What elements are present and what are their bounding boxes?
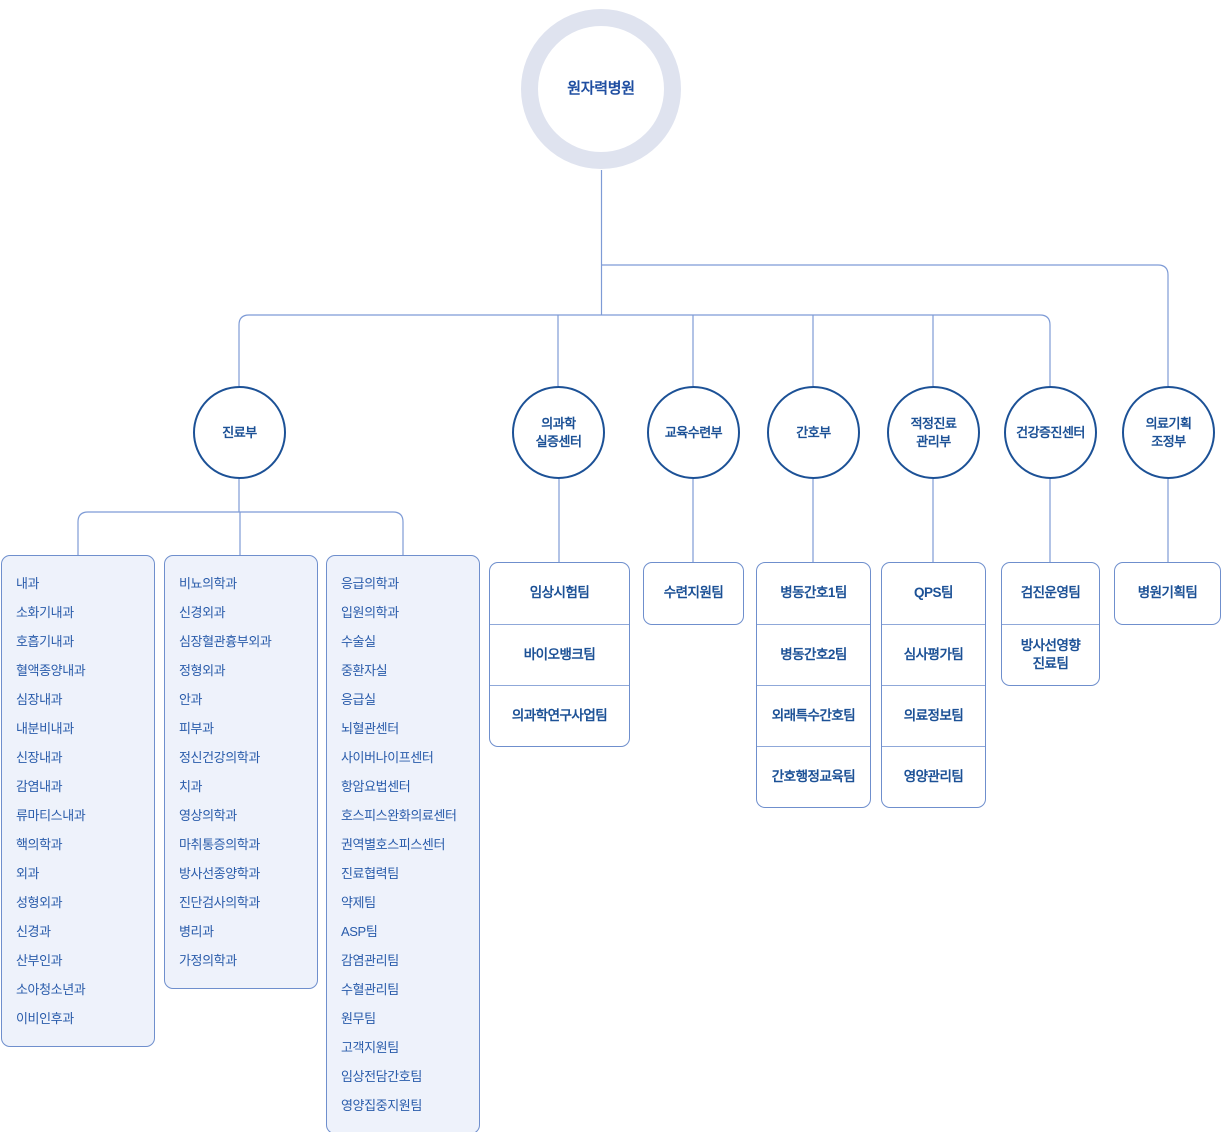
- list-item[interactable]: 감염관리팀: [341, 953, 399, 968]
- list-item[interactable]: 비뇨의학과: [179, 576, 237, 591]
- list-item[interactable]: 소아청소년과: [16, 982, 86, 997]
- list-item[interactable]: 뇌혈관센터: [341, 721, 399, 736]
- dept-circle-medical-care[interactable]: 진료부: [193, 386, 286, 479]
- list-item[interactable]: 방사선종양학과: [179, 866, 260, 881]
- dept-circle-label: 간호부: [796, 424, 831, 440]
- dept-circle-label: 건강증진센터: [1016, 424, 1085, 440]
- team-cell[interactable]: 수련지원팀: [663, 585, 724, 601]
- list-item[interactable]: 수혈관리팀: [341, 982, 399, 997]
- list-item[interactable]: 원무팀: [341, 1011, 376, 1026]
- team-cell[interactable]: 병동간호2팀: [757, 624, 870, 685]
- list-item[interactable]: 영상의학과: [179, 808, 237, 823]
- dept-circle-education-training[interactable]: 교육수련부: [647, 386, 740, 479]
- team-cell[interactable]: 임상시험팀: [529, 585, 590, 601]
- list-item[interactable]: 감염내과: [16, 779, 63, 794]
- team-cell[interactable]: 간호행정교육팀: [757, 746, 870, 807]
- team-group-medical-planning: 병원기획팀: [1114, 562, 1221, 625]
- dept-circle-label: 적정진료 관리부: [910, 415, 957, 449]
- team-group-education-training: 수련지원팀: [643, 562, 744, 625]
- team-cell[interactable]: 병원기획팀: [1137, 585, 1198, 601]
- list-item[interactable]: 정신건강의학과: [179, 750, 260, 765]
- list-item[interactable]: 내과: [16, 576, 40, 591]
- list-item[interactable]: 중환자실: [341, 663, 388, 678]
- list-item[interactable]: 진단검사의학과: [179, 895, 260, 910]
- team-cell[interactable]: 외래특수간호팀: [757, 685, 870, 746]
- dept-circle-quality-management[interactable]: 적정진료 관리부: [887, 386, 980, 479]
- team-cell[interactable]: QPS팀: [914, 585, 953, 601]
- root-node-label: 원자력병원: [567, 79, 635, 97]
- list-item[interactable]: 진료협력팀: [341, 866, 399, 881]
- list-item[interactable]: 입원의학과: [341, 605, 399, 620]
- team-cell[interactable]: 영양관리팀: [882, 746, 985, 807]
- team-cell[interactable]: 의과학연구사업팀: [490, 685, 629, 746]
- team-cell[interactable]: 바이오뱅크팀: [490, 624, 629, 685]
- list-item[interactable]: 신장내과: [16, 750, 63, 765]
- dept-circle-label: 교육수련부: [664, 424, 723, 440]
- dept-circle-health-promotion[interactable]: 건강증진센터: [1004, 386, 1097, 479]
- team-cell[interactable]: 심사평가팀: [882, 624, 985, 685]
- list-item[interactable]: 이비인후과: [16, 1011, 74, 1026]
- dept-circle-nursing[interactable]: 간호부: [767, 386, 860, 479]
- list-item[interactable]: 산부인과: [16, 953, 63, 968]
- list-item[interactable]: 신경과: [16, 924, 51, 939]
- list-item[interactable]: 응급실: [341, 692, 376, 707]
- list-item[interactable]: 핵의학과: [16, 837, 63, 852]
- dept-circle-label: 의료기획 조정부: [1145, 415, 1192, 449]
- list-item[interactable]: 심장혈관흉부외과: [179, 634, 272, 649]
- root-node[interactable]: 원자력병원: [521, 9, 681, 169]
- list-item[interactable]: 성형외과: [16, 895, 63, 910]
- list-item[interactable]: 사이버나이프센터: [341, 750, 434, 765]
- list-item[interactable]: 외과: [16, 866, 40, 881]
- dept-circle-label: 의과학 실증센터: [535, 415, 582, 449]
- list-item[interactable]: 혈액종양내과: [16, 663, 86, 678]
- list-item[interactable]: 치과: [179, 779, 203, 794]
- list-item[interactable]: 가정의학과: [179, 953, 237, 968]
- list-item[interactable]: 권역별호스피스센터: [341, 837, 446, 852]
- team-cell[interactable]: 방사선영향 진료팀: [1002, 624, 1099, 685]
- list-item[interactable]: 마취통증의학과: [179, 837, 260, 852]
- list-item[interactable]: 수술실: [341, 634, 376, 649]
- list-item[interactable]: 영양집중지원팀: [341, 1098, 422, 1113]
- list-item[interactable]: ASP팀: [341, 924, 378, 939]
- list-item[interactable]: 고객지원팀: [341, 1040, 399, 1055]
- team-cell[interactable]: 병동간호1팀: [780, 585, 847, 601]
- list-item[interactable]: 약제팀: [341, 895, 376, 910]
- list-item[interactable]: 내분비내과: [16, 721, 74, 736]
- list-item[interactable]: 소화기내과: [16, 605, 74, 620]
- list-item[interactable]: 호스피스완화의료센터: [341, 808, 457, 823]
- list-item[interactable]: 임상전담간호팀: [341, 1069, 422, 1084]
- list-item[interactable]: 호흡기내과: [16, 634, 74, 649]
- list-item[interactable]: 병리과: [179, 924, 214, 939]
- list-item[interactable]: 류마티스내과: [16, 808, 86, 823]
- list-item[interactable]: 신경외과: [179, 605, 226, 620]
- list-item[interactable]: 응급의학과: [341, 576, 399, 591]
- team-cell[interactable]: 의료정보팀: [882, 685, 985, 746]
- list-item[interactable]: 심장내과: [16, 692, 63, 707]
- dept-circle-medical-science[interactable]: 의과학 실증센터: [512, 386, 605, 479]
- list-item[interactable]: 안과: [179, 692, 203, 707]
- list-item[interactable]: 피부과: [179, 721, 214, 736]
- list-item[interactable]: 항암요법센터: [341, 779, 411, 794]
- dept-circle-label: 진료부: [222, 424, 257, 440]
- list-item[interactable]: 정형외과: [179, 663, 226, 678]
- dept-circle-medical-planning[interactable]: 의료기획 조정부: [1122, 386, 1215, 479]
- team-cell[interactable]: 검진운영팀: [1020, 585, 1081, 601]
